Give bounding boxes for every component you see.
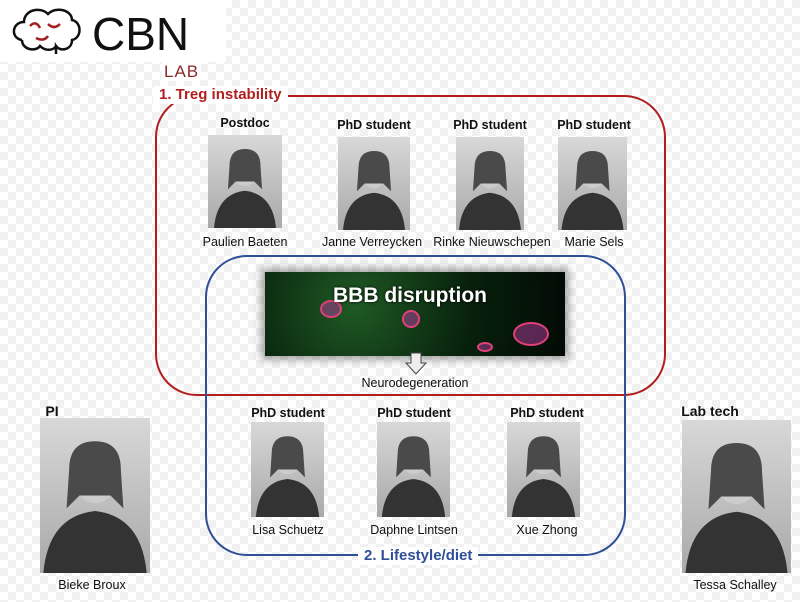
cell-mark <box>320 300 342 318</box>
member-role: PI <box>45 403 59 419</box>
member-name: Paulien Baeten <box>202 235 288 249</box>
person-icon <box>459 150 521 230</box>
treg-group-label: 1. Treg instability <box>153 86 288 104</box>
member-role: PhD student <box>510 406 584 420</box>
member-photo <box>456 137 524 230</box>
member-role: PhD student <box>453 118 527 132</box>
treg-group-box <box>155 95 666 396</box>
member-photo <box>558 137 627 230</box>
person-icon <box>685 442 788 573</box>
person-icon <box>561 150 624 230</box>
member-role: Postdoc <box>220 116 270 130</box>
person-icon <box>255 436 320 517</box>
member-role: Lab tech <box>681 403 739 419</box>
bbb-microscopy-image: BBB disruption <box>265 272 565 356</box>
member-photo <box>507 422 580 517</box>
member-name: Janne Verreycken <box>321 235 423 249</box>
lab-logo: CBN <box>0 0 226 62</box>
member-photo <box>338 137 410 230</box>
member-role: PhD student <box>557 118 631 132</box>
member-name: Daphne Lintsen <box>370 523 458 537</box>
member-photo <box>682 420 791 573</box>
member-photo <box>377 422 450 517</box>
person-icon <box>343 150 405 230</box>
arrow-down-icon <box>405 352 427 375</box>
lifestyle-group-label: 2. Lifestyle/diet <box>358 547 479 565</box>
member-name: Tessa Schalley <box>693 578 777 592</box>
member-name: Lisa Schuetz <box>252 523 324 537</box>
member-role: PhD student <box>251 406 325 420</box>
person-icon <box>511 436 576 517</box>
member-name: Marie Sels <box>564 235 624 249</box>
logo-subtitle: LAB <box>162 62 202 81</box>
member-role: PhD student <box>377 406 451 420</box>
member-name: Rinke Nieuwschepen <box>433 235 551 249</box>
logo-text: CBN <box>92 8 189 60</box>
member-photo <box>251 422 324 517</box>
member-photo <box>40 418 150 573</box>
cell-mark <box>402 310 420 328</box>
outcome-label: Neurodegeneration <box>361 376 469 390</box>
person-icon <box>381 436 446 517</box>
brain-icon: CBN <box>12 8 189 60</box>
member-name: Bieke Broux <box>58 578 126 592</box>
cell-mark <box>477 342 493 352</box>
member-name: Xue Zhong <box>516 523 578 537</box>
member-photo <box>208 135 282 228</box>
cell-mark <box>513 322 549 346</box>
member-role: PhD student <box>337 118 411 132</box>
bbb-title: BBB disruption <box>333 284 487 307</box>
person-icon <box>214 148 276 228</box>
person-icon <box>43 441 147 573</box>
